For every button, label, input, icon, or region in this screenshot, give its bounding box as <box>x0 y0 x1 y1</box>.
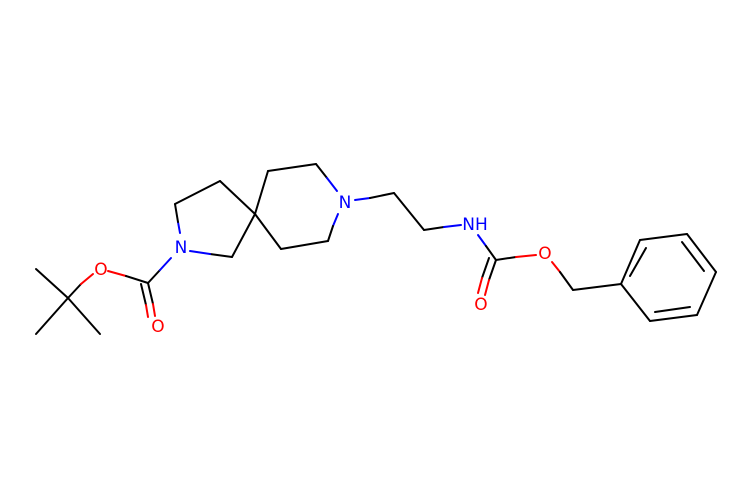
bond-o-to-carbonyl-red <box>107 270 127 277</box>
bond-cbz-co-2-red <box>477 277 483 294</box>
bond-ring-1-2 <box>620 239 641 285</box>
bond-n-to-c9-black <box>327 225 334 242</box>
bond-ring-3-4 <box>686 233 717 273</box>
atom-n-pyrrolidine: N <box>175 238 188 258</box>
bond-nh-to-carbonyl-black <box>485 245 497 261</box>
bond-boc-co-1-black <box>147 282 154 305</box>
bond-ring-2-3 <box>639 233 688 241</box>
bond-carbonyl-to-n-blue <box>159 257 172 271</box>
bond-cbz-co-2-black <box>481 257 490 279</box>
bond-ch2-to-nh-blue <box>443 224 462 228</box>
bond-nh-to-carbonyl-blue <box>477 234 487 247</box>
bond-boc-co-2-red <box>145 304 149 318</box>
bond-tbu-methyl-top <box>35 268 69 299</box>
bond-ring-4-5 <box>696 271 717 316</box>
bond-benzyl-to-ring <box>572 283 622 291</box>
bond-n-to-c3-blue <box>177 221 181 234</box>
bond-n-to-c3-black <box>174 203 179 223</box>
bond-c7-to-n-black <box>315 163 328 179</box>
bond-c6-to-c7 <box>267 163 317 172</box>
atom-labels: O N O N NH O O <box>94 193 551 337</box>
atom-o-cbz-carbonyl: O <box>474 295 487 315</box>
bond-carbonyl-to-n-black <box>147 269 161 284</box>
bond-ring-5-6 <box>649 314 698 322</box>
bond-ch2-to-ch2 <box>393 192 425 231</box>
atom-n-piperidine: N <box>339 193 352 213</box>
bond-spiro-to-c6 <box>254 170 269 215</box>
bond-tbu-to-o-black <box>67 283 82 299</box>
bond-boc-co-2-black <box>140 283 147 306</box>
bond-c9-to-c10 <box>280 240 329 250</box>
bond-ring-6-1 <box>620 283 651 322</box>
bond-c3-to-c4 <box>174 180 221 205</box>
bond-cbz-co-1-black <box>488 259 497 281</box>
bond-carbonyl-to-o-red <box>515 254 537 258</box>
bond-ring-inner-c <box>654 306 691 313</box>
bond-o-to-benzyl-black <box>559 271 574 291</box>
bond-o-to-benzyl-red <box>551 261 561 273</box>
bond-spiro-to-c1 <box>231 213 256 258</box>
bond-tbu-methyl-left <box>35 297 69 335</box>
bond-ring-inner-b <box>681 241 705 272</box>
bond-c10-to-spiro <box>254 213 282 250</box>
bond-o-to-carbonyl-black <box>125 275 149 284</box>
bond-c7-to-n-blue <box>326 177 338 192</box>
bond-ring-inner-a <box>629 247 647 277</box>
bond-c1-to-n-black <box>209 253 233 258</box>
bond-tbu-to-o-red <box>80 273 94 285</box>
bond-n-to-c9-blue <box>332 213 339 227</box>
bond-ch2-to-nh-black <box>423 226 445 231</box>
atom-o-boc-ester: O <box>94 260 107 280</box>
bond-n-to-ch2-black <box>369 192 395 199</box>
bond-c4-to-spiro <box>219 180 256 215</box>
bond-carbonyl-to-o-black <box>495 256 517 261</box>
bond-boc-co-1-red <box>152 303 156 317</box>
atom-nh-carbamate: NH <box>462 215 488 235</box>
bonds <box>35 163 717 335</box>
bond-c1-to-n-blue <box>189 250 211 255</box>
bond-cbz-co-1-red <box>484 279 490 296</box>
bond-n-to-ch2-blue <box>354 197 371 201</box>
atom-o-boc-carbonyl: O <box>151 317 164 337</box>
bond-tbu-methyl-right <box>67 297 101 335</box>
atom-o-cbz-ester: O <box>538 244 551 264</box>
